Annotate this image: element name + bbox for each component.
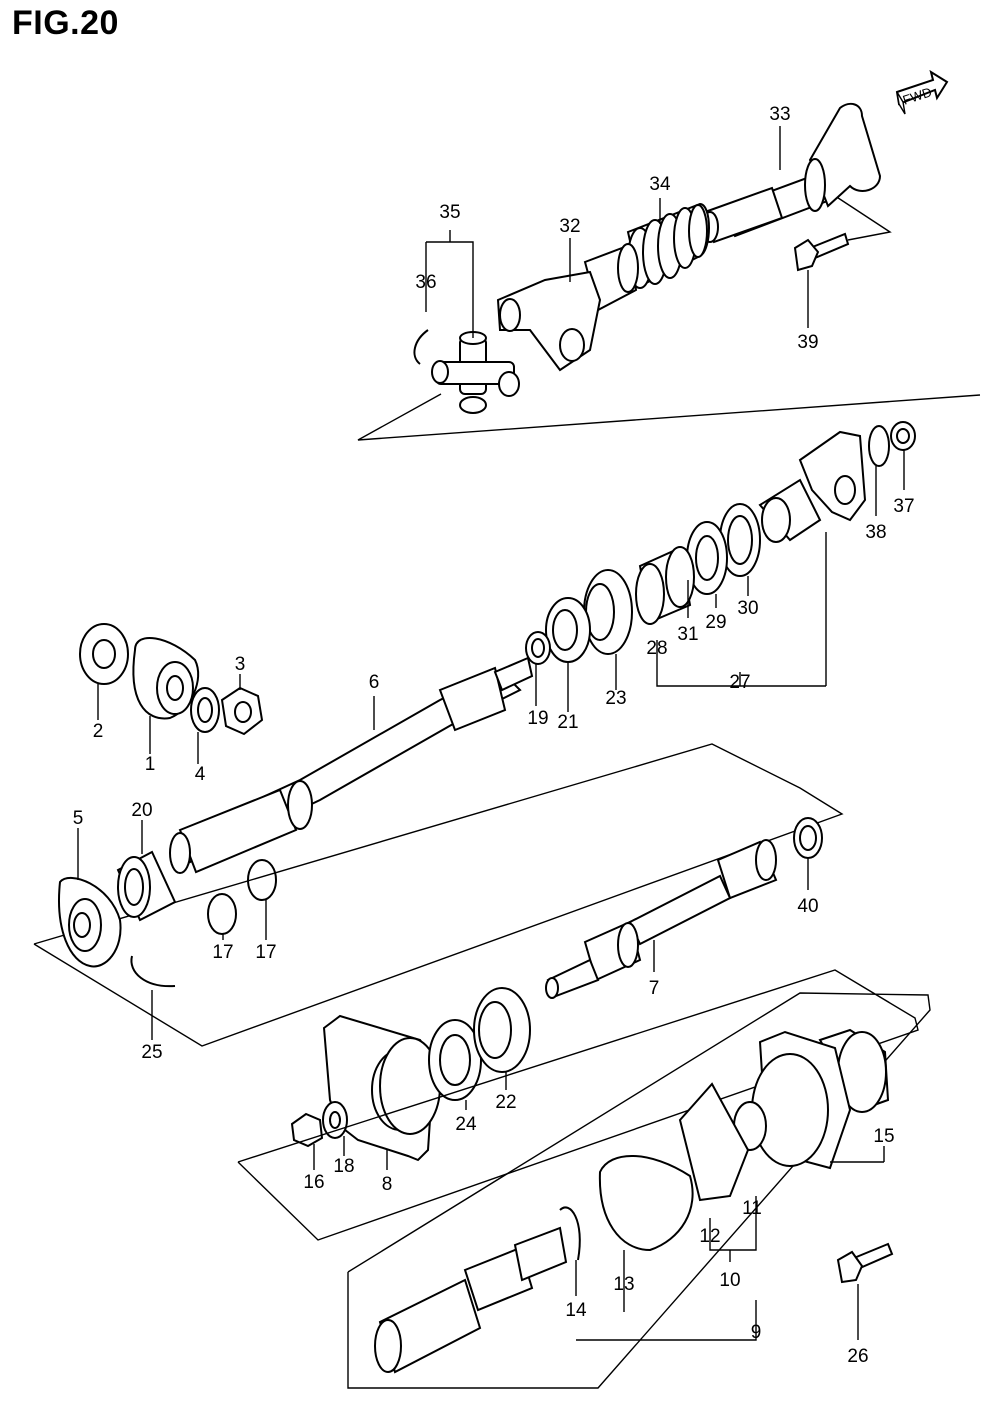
callout-17-b: 17 xyxy=(255,942,276,963)
part-6-drive-shaft xyxy=(169,656,534,874)
part-19-washer xyxy=(525,631,551,665)
callout-33: 33 xyxy=(769,104,790,125)
part-16-nut xyxy=(290,1112,324,1148)
part-18-washer xyxy=(322,1101,348,1139)
callout-25: 25 xyxy=(141,1042,162,1063)
callout-31: 31 xyxy=(677,624,698,645)
part-12-boot xyxy=(678,1082,750,1202)
part-17-circlip-b xyxy=(247,859,277,901)
part-2-washer xyxy=(79,623,129,685)
part-35-universal-joint-cross xyxy=(431,331,520,414)
callout-29: 29 xyxy=(705,612,726,633)
callout-32: 32 xyxy=(559,216,580,237)
part-4-washer xyxy=(190,687,220,733)
part-37-nut xyxy=(890,421,916,451)
callout-18: 18 xyxy=(333,1156,354,1177)
part-22-bearing xyxy=(473,987,531,1073)
part-28-bearing xyxy=(635,546,695,625)
part-21-bearing xyxy=(545,597,591,663)
part-24-bearing xyxy=(428,1019,482,1101)
callout-20: 20 xyxy=(131,800,152,821)
part-14-band xyxy=(559,1206,581,1261)
callout-34: 34 xyxy=(649,174,671,195)
callout-37: 37 xyxy=(893,496,914,517)
callout-1: 1 xyxy=(145,754,156,775)
part-1-bevel-gear xyxy=(132,636,200,720)
part-33-shaft-yoke xyxy=(701,102,882,244)
callout-38: 38 xyxy=(865,522,886,543)
part-yoke-flange xyxy=(758,430,867,543)
part-25-clip xyxy=(130,955,176,988)
callout-6: 6 xyxy=(369,672,380,693)
part-5-bevel-gear xyxy=(58,876,122,968)
part-26-bolt xyxy=(836,1242,894,1284)
callout-3: 3 xyxy=(235,654,246,675)
fwd-label: FWD xyxy=(901,84,934,107)
part-8-housing xyxy=(322,1014,441,1162)
callout-28: 28 xyxy=(646,638,667,659)
callout-26: 26 xyxy=(847,1346,868,1367)
callout-5: 5 xyxy=(73,808,84,829)
figure-title: FIG.20 xyxy=(12,4,119,42)
leader-lines xyxy=(77,126,905,1341)
lower-frames xyxy=(237,969,931,1389)
callout-labels: 2 1 3 4 6 5 20 17 17 25 19 21 23 28 27 3… xyxy=(73,104,915,1367)
callout-30: 30 xyxy=(737,598,758,619)
callout-22: 22 xyxy=(495,1092,516,1113)
part-29-spacer xyxy=(686,521,728,595)
callout-10: 10 xyxy=(719,1270,740,1291)
callout-9: 9 xyxy=(751,1322,762,1343)
callout-8: 8 xyxy=(382,1174,393,1195)
callout-23: 23 xyxy=(605,688,626,709)
callout-21: 21 xyxy=(557,712,578,733)
part-13-boot xyxy=(598,1155,694,1252)
part-15-flange xyxy=(818,1028,890,1113)
part-20-bearing xyxy=(116,850,177,922)
top-assembly-frame xyxy=(357,189,981,441)
part-34-boot xyxy=(626,202,710,289)
callout-19: 19 xyxy=(527,708,548,729)
callout-12: 12 xyxy=(699,1226,720,1247)
callout-16: 16 xyxy=(303,1172,324,1193)
part-7-shaft xyxy=(545,839,778,999)
callout-24: 24 xyxy=(455,1114,477,1135)
callout-15: 15 xyxy=(873,1126,894,1147)
part-3-nut xyxy=(220,686,264,736)
lower-left-frame xyxy=(33,743,844,1047)
callout-14: 14 xyxy=(565,1300,587,1321)
callout-2: 2 xyxy=(93,721,104,742)
part-10-shaft xyxy=(374,1226,568,1374)
callout-11: 11 xyxy=(742,1198,762,1219)
part-38-washer xyxy=(868,425,890,467)
part-17-circlip-a xyxy=(207,893,237,935)
part-36-snap-ring xyxy=(413,329,429,365)
part-40-snap-ring xyxy=(793,817,823,859)
part-9-housing xyxy=(751,1030,852,1170)
callout-7: 7 xyxy=(649,978,660,999)
part-39-bolt xyxy=(793,232,850,272)
callout-27: 27 xyxy=(729,672,750,693)
callout-39: 39 xyxy=(797,332,818,353)
callout-36: 36 xyxy=(415,272,436,293)
fwd-arrow-icon: FWD xyxy=(895,69,949,115)
callout-40: 40 xyxy=(797,896,818,917)
callout-17-a: 17 xyxy=(212,942,233,963)
callout-13: 13 xyxy=(613,1274,634,1295)
part-32-yoke xyxy=(496,243,639,372)
part-23-bearing xyxy=(583,569,633,655)
callout-4: 4 xyxy=(195,764,206,785)
callout-35: 35 xyxy=(439,202,460,223)
